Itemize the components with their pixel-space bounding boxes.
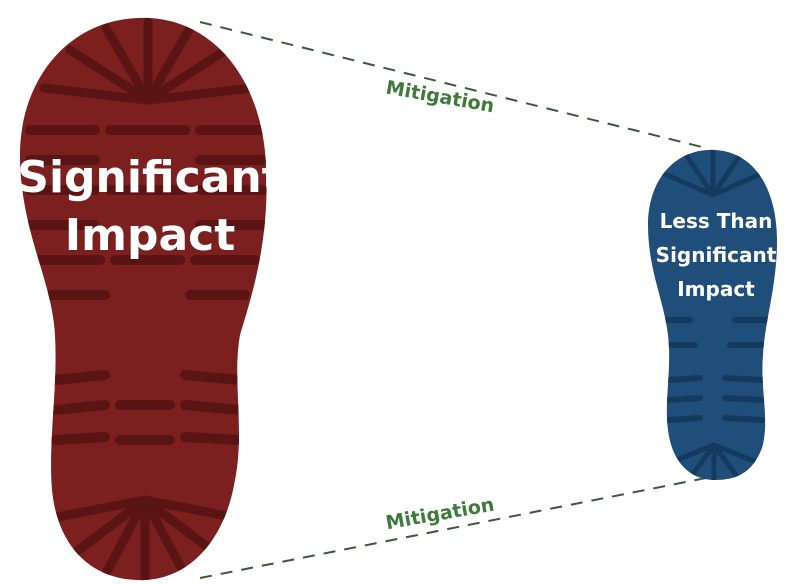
significant-impact-label-line2: Impact [65, 210, 236, 261]
less-than-significant-label-line1: Less Than [660, 209, 773, 233]
mitigation-label-top: Mitigation [384, 77, 496, 118]
significant-impact-label-line1: Significant [17, 152, 282, 203]
mitigation-line-top [199, 21, 707, 149]
less-than-significant-label-line3: Impact [677, 277, 755, 301]
small-boot-print-icon: Less Than Significant Impact [648, 149, 778, 480]
less-than-significant-label-line2: Significant [656, 243, 777, 267]
mitigation-label-bottom: Mitigation [384, 494, 496, 535]
mitigation-line-bottom [199, 477, 707, 579]
large-boot-print-icon: Significant Impact [17, 17, 283, 581]
small-footprint-shape [648, 149, 778, 480]
